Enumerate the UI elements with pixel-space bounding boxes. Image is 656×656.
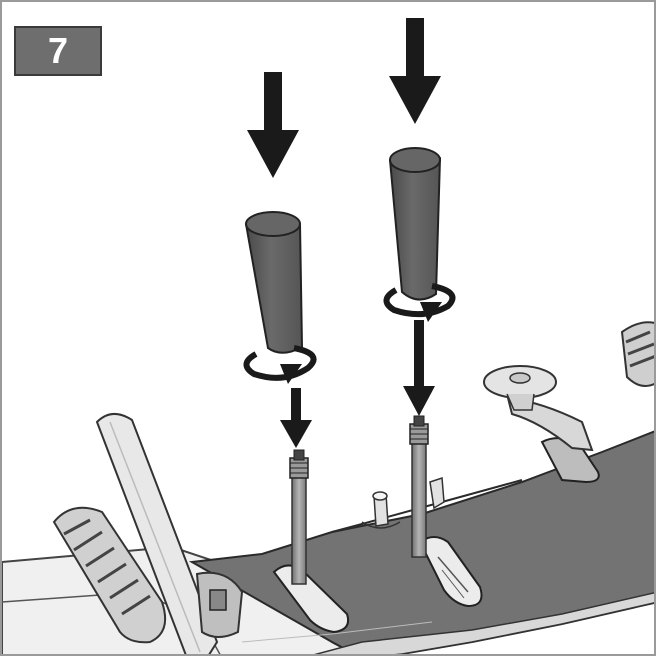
down-arrow-icon (403, 320, 435, 416)
rotate-clockwise-icon (383, 283, 456, 322)
down-arrow-icon (247, 72, 299, 178)
threaded-rod-right (409, 415, 429, 558)
handle-left (244, 211, 304, 354)
down-arrow-icon (389, 18, 441, 124)
down-arrow-icon (280, 388, 312, 448)
side-knob-right (483, 365, 600, 484)
rotate-clockwise-icon (243, 345, 317, 384)
lever-bracket (429, 476, 445, 510)
grip-left (52, 506, 166, 644)
step-number-badge: 7 (14, 26, 102, 76)
threaded-rod-left (289, 449, 309, 585)
side-lever-left (95, 413, 219, 654)
console-lip (314, 592, 654, 654)
grip-right (620, 321, 654, 387)
console-ridge (331, 479, 523, 533)
handle-right (388, 147, 442, 301)
